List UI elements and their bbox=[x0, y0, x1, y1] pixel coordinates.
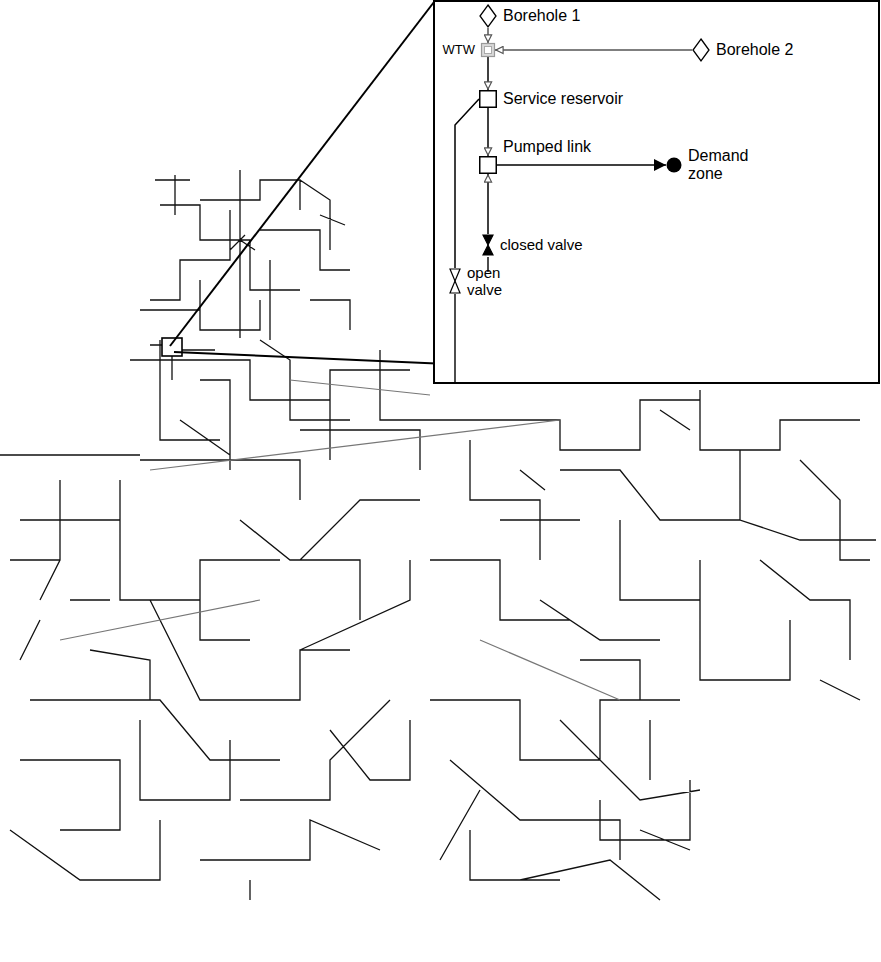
treatment-works-box: WTW bbox=[481, 43, 495, 57]
pipe-connector bbox=[455, 99, 479, 268]
reservoir-box: Service reservoir bbox=[479, 90, 497, 108]
square-outline bbox=[480, 157, 497, 174]
reservoir-box-shape bbox=[479, 90, 497, 108]
works-inner bbox=[485, 47, 492, 54]
valve-symbol: closed valve bbox=[482, 234, 494, 256]
node-label: WTW bbox=[443, 43, 475, 58]
pipe-connector bbox=[487, 174, 489, 234]
diamond-outline bbox=[480, 5, 496, 27]
pump-box-shape bbox=[479, 156, 497, 174]
treatment-works-box-shape bbox=[481, 43, 495, 57]
node-label: Borehole 1 bbox=[503, 7, 580, 25]
zoom-line bbox=[170, 2, 434, 346]
valve-triangle bbox=[483, 235, 493, 245]
node-label: Demand zone bbox=[688, 147, 748, 184]
valve-triangle bbox=[450, 269, 460, 281]
pipe-connector bbox=[487, 57, 489, 90]
node-label: Borehole 2 bbox=[716, 41, 793, 59]
borehole-diamond-shape bbox=[692, 38, 710, 62]
pipe-connector bbox=[495, 49, 692, 51]
pipe-connector bbox=[487, 108, 489, 156]
node-label: closed valve bbox=[500, 236, 583, 253]
inset-frame bbox=[434, 1, 879, 383]
node-label: open valve bbox=[467, 264, 502, 299]
pump-box: Pumped link bbox=[479, 156, 497, 174]
demand-circle: Demand zone bbox=[666, 157, 682, 173]
valve-triangle bbox=[450, 281, 460, 293]
pipe-connector bbox=[487, 28, 489, 43]
valve-triangle bbox=[483, 245, 493, 255]
zoom-area-box bbox=[162, 338, 182, 356]
borehole-diamond: Borehole 1 bbox=[479, 4, 497, 28]
borehole-diamond: Borehole 2 bbox=[692, 38, 710, 62]
works-outline bbox=[482, 44, 495, 57]
borehole-diamond-shape bbox=[479, 4, 497, 28]
demand-circle-shape bbox=[666, 157, 682, 173]
pipe-connector bbox=[497, 164, 666, 166]
diamond-outline bbox=[693, 39, 709, 61]
valve-line bbox=[454, 294, 455, 382]
square-outline bbox=[480, 91, 497, 108]
demand-dot bbox=[667, 158, 682, 173]
trunk-mains bbox=[60, 380, 620, 700]
valve-symbol-shape bbox=[449, 268, 461, 294]
valve-symbol-shape bbox=[482, 234, 494, 256]
node-label: Service reservoir bbox=[503, 90, 623, 108]
node-label: Pumped link bbox=[503, 138, 591, 156]
valve-symbol: open valve bbox=[449, 268, 461, 294]
